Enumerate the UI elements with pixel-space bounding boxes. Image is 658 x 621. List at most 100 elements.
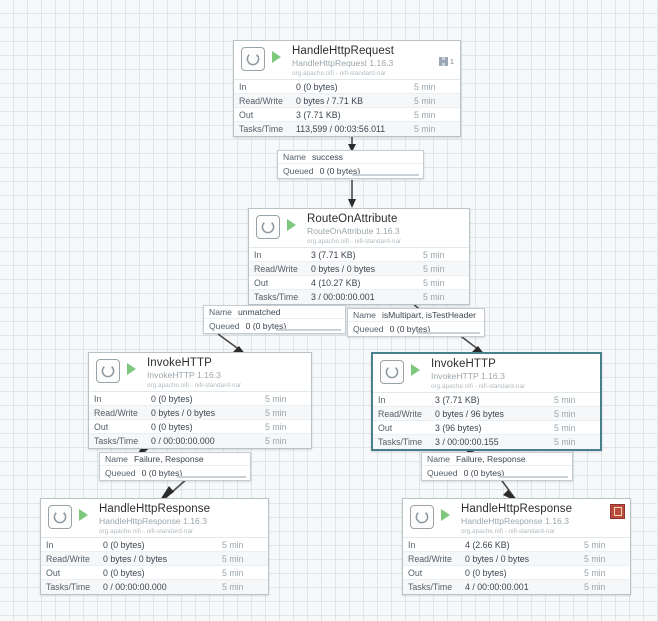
run-status-play-icon <box>411 364 420 376</box>
processor-stats: In 3 (7.71 KB) 5 min Read/Write 0 bytes … <box>249 247 469 304</box>
processor-stats: In 3 (7.71 KB) 5 min Read/Write 0 bytes … <box>373 392 600 449</box>
connection-queued-row: Queued 0 (0 bytes) <box>278 164 423 177</box>
processor-bundle: org.apache.nifi - nifi-standard-nar <box>461 527 556 535</box>
stat-label-out: Out <box>94 421 109 432</box>
stat-value-read-write: 0 bytes / 96 bytes <box>435 408 504 419</box>
processor-header: HandleHttpRequest HandleHttpRequest 1.16… <box>234 41 460 79</box>
connection-queue-bar <box>276 329 341 331</box>
stat-window-out: 5 min <box>584 567 606 578</box>
stat-window-in: 5 min <box>554 394 576 405</box>
connection-queued-value: 0 (0 bytes) <box>389 323 431 334</box>
connection-name-key: Name <box>209 307 232 317</box>
connection-queued-row: Queued 0 (0 bytes) <box>348 322 484 335</box>
stat-label-read-write: Read/Write <box>254 263 298 274</box>
processor-stats: In 0 (0 bytes) 5 min Read/Write 0 bytes … <box>89 391 311 448</box>
connection-name-row: Name Failure, Response <box>422 453 572 466</box>
stat-value-out: 3 (96 bytes) <box>435 422 482 433</box>
active-thread-badge: 1 <box>438 57 454 66</box>
stat-value-in: 0 (0 bytes) <box>103 539 145 550</box>
processor-type: RouteOnAttribute 1.16.3 <box>307 225 400 236</box>
stat-row-out: Out 0 (0 bytes) 5 min <box>89 420 311 434</box>
run-status-play-icon <box>127 363 136 375</box>
processor-header: HandleHttpResponse HandleHttpResponse 1.… <box>41 499 268 537</box>
processor-name: HandleHttpResponse <box>99 503 211 515</box>
processor-name: HandleHttpResponse <box>461 503 573 515</box>
connection-queue-bar <box>499 476 568 478</box>
link-failresp-to-response-right <box>499 477 517 501</box>
stat-row-tasks-time: Tasks/Time 113,599 / 00:03:56.011 5 min <box>234 122 460 136</box>
processor-header: HandleHttpResponse HandleHttpResponse 1.… <box>403 499 630 537</box>
stat-value-read-write: 0 bytes / 0 bytes <box>103 553 168 564</box>
stat-value-tasks-time: 113,599 / 00:03:56.011 <box>296 124 386 134</box>
stat-label-in: In <box>46 539 54 550</box>
connection-name-value: isMultipart, isTestHeader <box>381 310 477 320</box>
connection-name-row: Name Failure, Response <box>100 453 250 466</box>
connection-label-ismultipart[interactable]: Name isMultipart, isTestHeader Queued 0 … <box>347 308 485 337</box>
processor-header: InvokeHTTP InvokeHTTP 1.16.3 org.apache.… <box>89 353 311 391</box>
processor-bundle: org.apache.nifi - nifi-standard-nar <box>307 237 402 245</box>
connection-label-failure-response-left[interactable]: Name Failure, Response Queued 0 (0 bytes… <box>99 452 251 481</box>
stat-row-out: Out 0 (0 bytes) 5 min <box>41 566 268 580</box>
stat-label-in: In <box>408 539 416 550</box>
processor-name: RouteOnAttribute <box>307 213 398 225</box>
stat-window-read-write: 5 min <box>423 263 445 274</box>
stat-window-tasks-time: 5 min <box>414 124 436 134</box>
processor-invoke-http-left[interactable]: InvokeHTTP InvokeHTTP 1.16.3 org.apache.… <box>88 352 312 449</box>
processor-stats: In 0 (0 bytes) 5 min Read/Write 0 bytes … <box>41 537 268 594</box>
processor-icon <box>48 505 72 529</box>
stat-value-tasks-time: 3 / 00:00:00.001 <box>311 292 375 302</box>
stat-row-out: Out 3 (96 bytes) 5 min <box>373 421 600 435</box>
connection-label-success[interactable]: Name success Queued 0 (0 bytes) <box>277 150 424 179</box>
connection-queued-row: Queued 0 (0 bytes) <box>204 319 345 332</box>
stat-value-out: 0 (0 bytes) <box>103 567 145 578</box>
stat-window-tasks-time: 5 min <box>554 437 576 447</box>
stat-window-in: 5 min <box>414 81 436 92</box>
processor-type: HandleHttpResponse 1.16.3 <box>461 515 569 526</box>
stat-value-out: 0 (0 bytes) <box>465 567 507 578</box>
processor-handle-http-response-left[interactable]: HandleHttpResponse HandleHttpResponse 1.… <box>40 498 269 595</box>
run-status-play-icon <box>272 51 281 63</box>
stat-window-out: 5 min <box>265 421 287 432</box>
processor-stats: In 4 (2.66 KB) 5 min Read/Write 0 bytes … <box>403 537 630 594</box>
stat-value-read-write: 0 bytes / 0 bytes <box>465 553 530 564</box>
processor-invoke-http-right[interactable]: InvokeHTTP InvokeHTTP 1.16.3 org.apache.… <box>371 352 602 451</box>
stat-value-in: 3 (7.71 KB) <box>311 249 356 260</box>
stat-window-in: 5 min <box>265 393 287 404</box>
processor-handle-http-response-right[interactable]: HandleHttpResponse HandleHttpResponse 1.… <box>402 498 631 595</box>
stat-window-out: 5 min <box>414 109 436 120</box>
connection-name-key: Name <box>105 454 128 464</box>
processor-handle-http-request[interactable]: HandleHttpRequest HandleHttpRequest 1.16… <box>233 40 461 137</box>
connection-queue-bar <box>352 174 419 176</box>
connection-label-unmatched[interactable]: Name unmatched Queued 0 (0 bytes) <box>203 305 346 334</box>
processor-stats: In 0 (0 bytes) 5 min Read/Write 0 bytes … <box>234 79 460 136</box>
stat-row-read-write: Read/Write 0 bytes / 0 bytes 5 min <box>403 552 630 566</box>
connection-queued-value: 0 (0 bytes) <box>319 165 361 176</box>
processor-route-on-attribute[interactable]: RouteOnAttribute RouteOnAttribute 1.16.3… <box>248 208 470 305</box>
connection-queued-value: 0 (0 bytes) <box>141 467 183 478</box>
connection-label-failure-response-right[interactable]: Name Failure, Response Queued 0 (0 bytes… <box>421 452 573 481</box>
processor-name: InvokeHTTP <box>147 357 212 369</box>
stat-value-tasks-time: 0 / 00:00:00.000 <box>151 436 215 446</box>
stat-value-out: 3 (7.71 KB) <box>296 109 341 120</box>
stat-label-read-write: Read/Write <box>378 408 422 419</box>
processor-bundle: org.apache.nifi - nifi-standard-nar <box>147 381 242 389</box>
processor-header: RouteOnAttribute RouteOnAttribute 1.16.3… <box>249 209 469 247</box>
connection-queued-key: Queued <box>209 320 240 331</box>
bulletin-glyph <box>613 507 622 516</box>
stat-row-in: In 0 (0 bytes) 5 min <box>89 392 311 406</box>
stat-label-tasks-time: Tasks/Time <box>239 124 284 134</box>
stat-label-tasks-time: Tasks/Time <box>408 582 453 592</box>
processor-icon <box>241 47 265 71</box>
processor-type: InvokeHTTP 1.16.3 <box>147 369 221 380</box>
stat-value-tasks-time: 4 / 00:00:00.001 <box>465 582 529 592</box>
link-failresp-to-response-left <box>162 477 189 501</box>
stat-row-in: In 0 (0 bytes) 5 min <box>41 538 268 552</box>
processor-bundle: org.apache.nifi - nifi-standard-nar <box>99 527 194 535</box>
thread-count: 1 <box>449 57 454 66</box>
stat-row-tasks-time: Tasks/Time 4 / 00:00:00.001 5 min <box>403 580 630 594</box>
connection-queued-key: Queued <box>427 467 458 478</box>
bulletin-indicator-icon[interactable] <box>610 504 625 519</box>
connection-name-row: Name success <box>278 151 423 164</box>
stat-window-read-write: 5 min <box>265 407 287 418</box>
